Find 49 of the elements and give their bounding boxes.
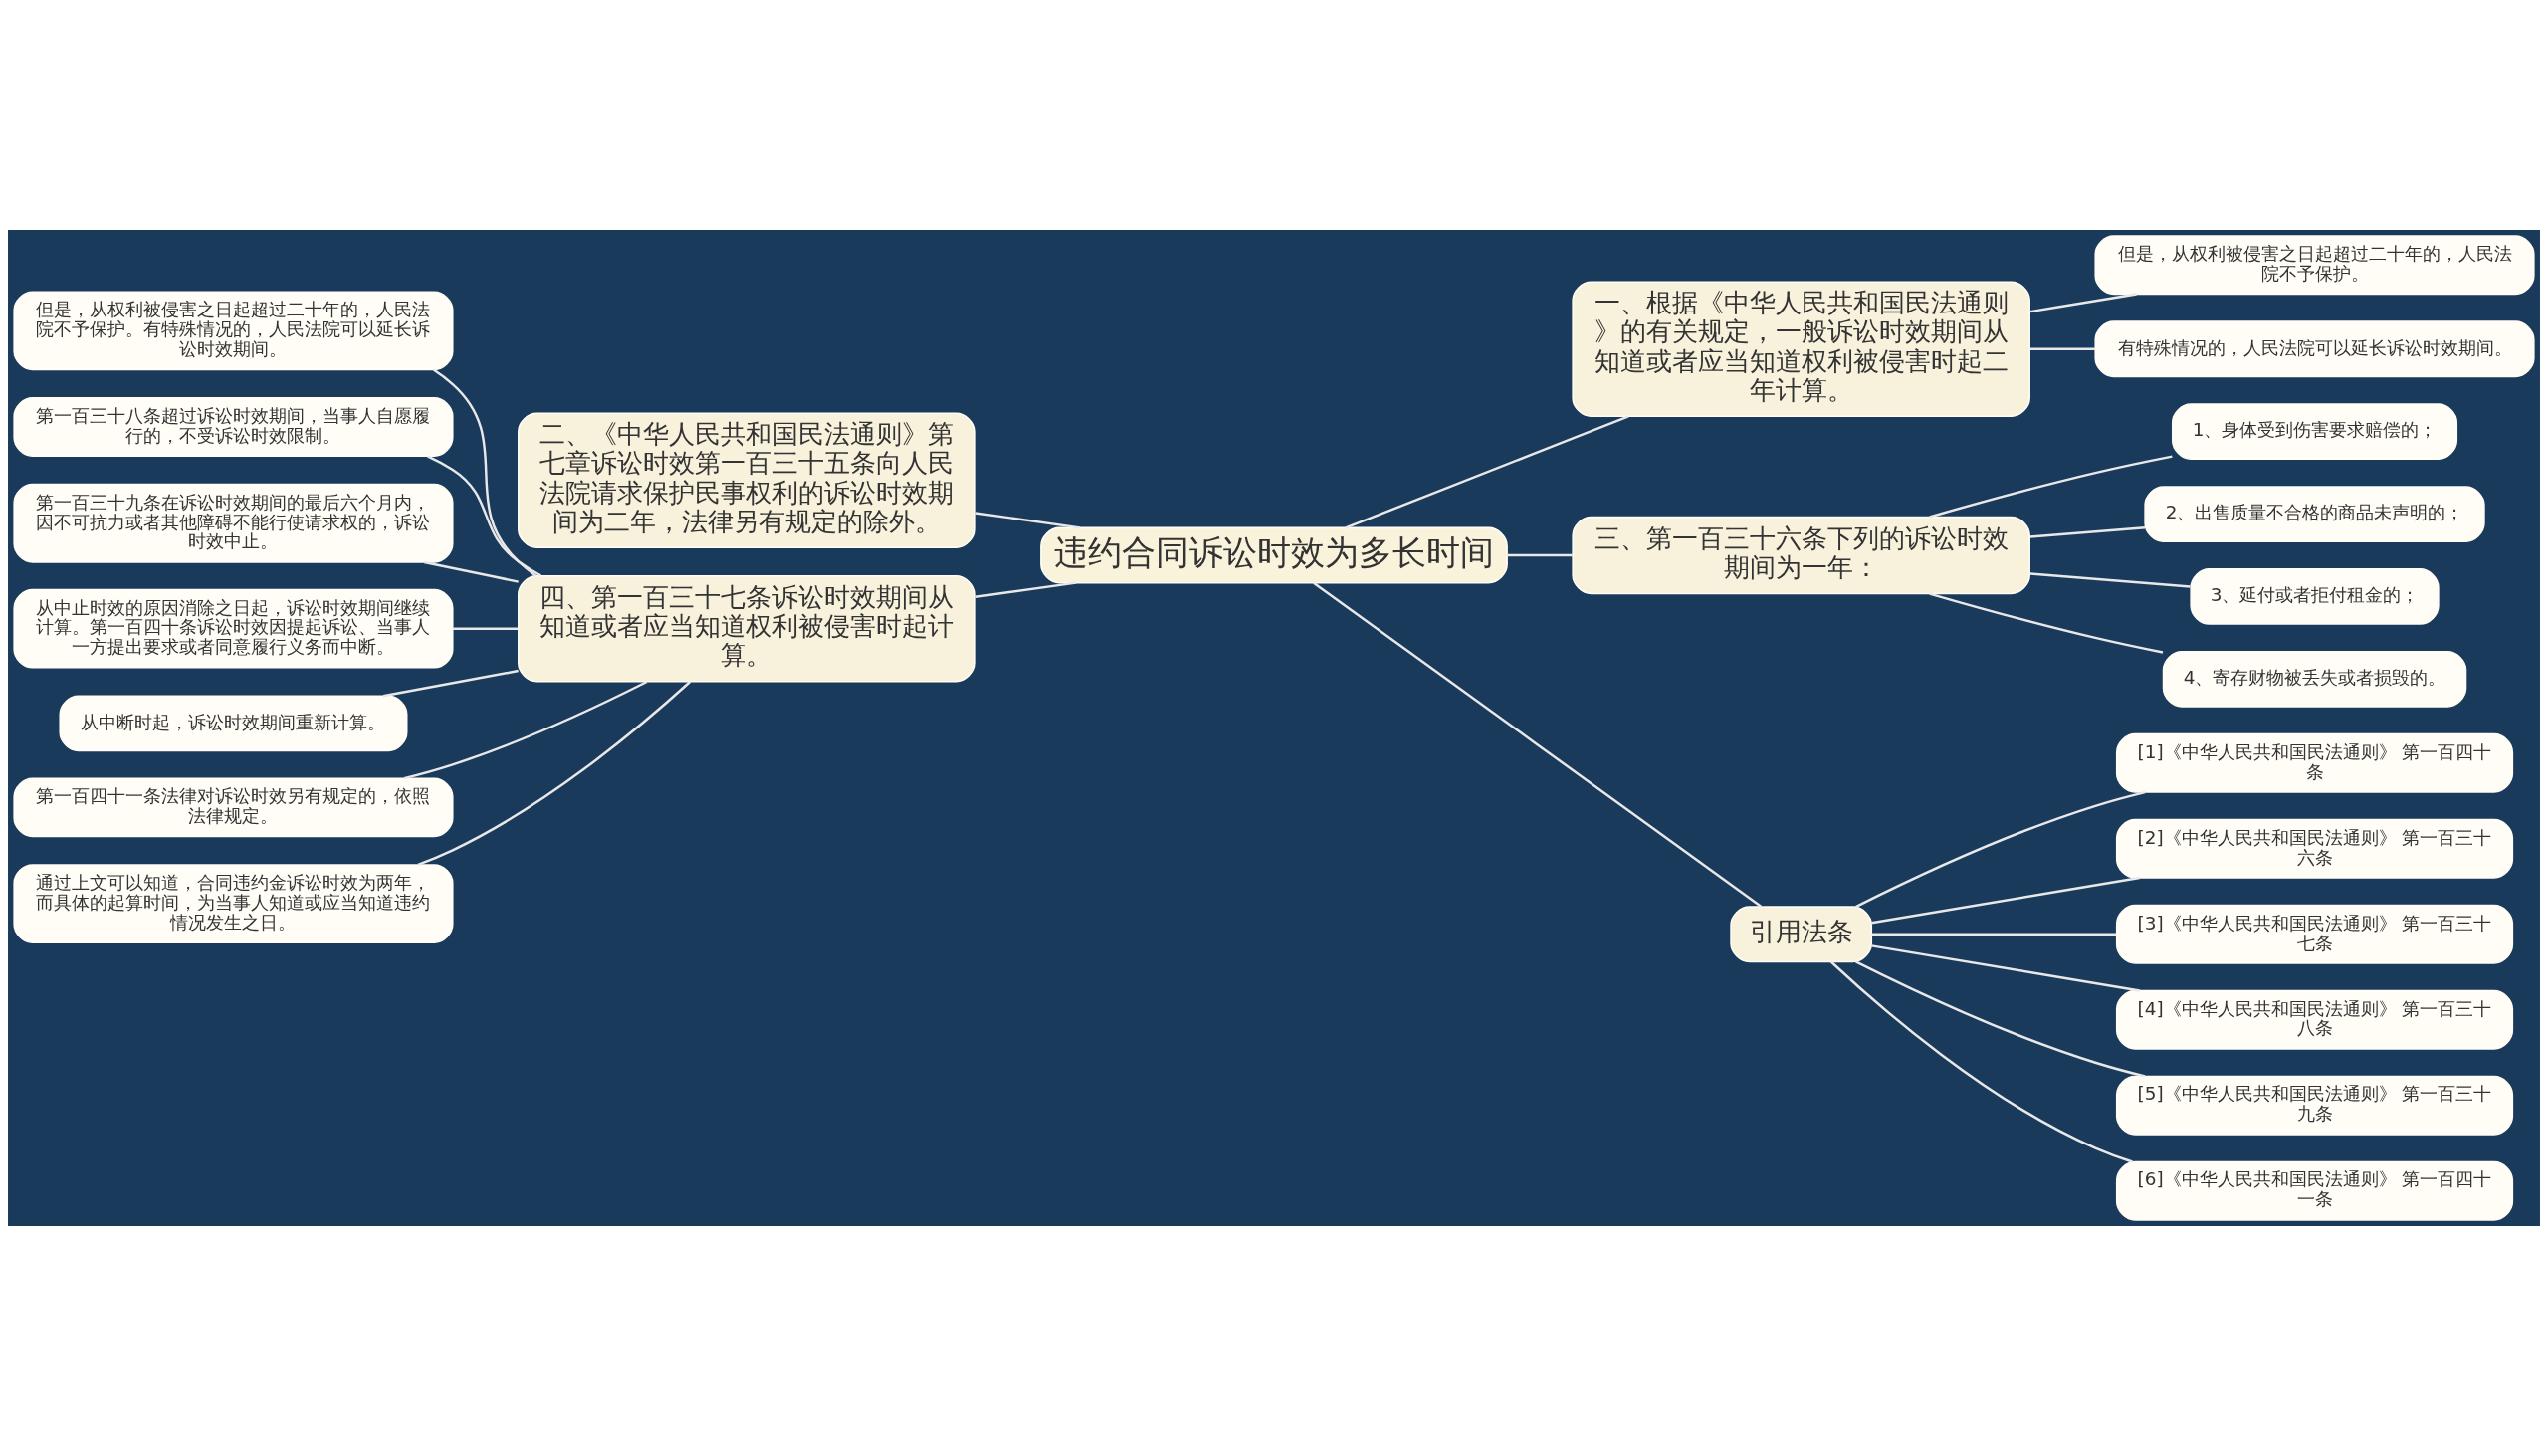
node-box: 但是，从权利被侵害之日起超过二十年的，人民法院不予保护。 [2094, 235, 2535, 296]
connector [432, 368, 537, 577]
connector [1855, 960, 2146, 1078]
connector [423, 560, 519, 583]
connector [1871, 876, 2140, 925]
node-box: 通过上文可以知道，合同违约金诉讼时效为两年，而具体的起算时间，为当事人知道或应当知道违约情况发生之日。 [13, 864, 454, 943]
connector [2029, 347, 2095, 350]
node-box: 第一百三十八条超过诉讼时效期间，当事人自愿履行的，不受诉讼时效限制。 [13, 397, 454, 457]
connector [1929, 455, 2173, 519]
connector [1829, 960, 2133, 1163]
connector [975, 581, 1077, 598]
node-box: 但是，从权利被侵害之日起超过二十年的，人民法院不予保护。有特殊情况的，人民法院可以延长诉讼时效期间。 [13, 291, 454, 371]
connector [1871, 933, 2117, 936]
node-box: [1]《中华人民共和国民法通则》 第一百四十条 [2115, 732, 2514, 793]
node-box: 一、根据《中华人民共和国民法通则》的有关规定，一般诉讼时效期间从知道或者应当知道权利被侵害时起二年计算。 [1572, 281, 2030, 418]
connector [1929, 592, 2164, 654]
node-box: 第一百三十九条在诉讼时效期间的最后六个月内，因不可抗力或者其他障碍不能行使请求权的，诉讼时效中止。 [13, 483, 454, 563]
node-box: [4]《中华人民共和国民法通则》 第一百三十八条 [2115, 989, 2514, 1050]
connector [403, 680, 648, 780]
connector [2029, 526, 2146, 538]
connector [1507, 553, 1573, 557]
connector [1871, 944, 2140, 992]
node-box: [3]《中华人民共和国民法通则》 第一百三十七条 [2115, 904, 2514, 964]
connector [2029, 293, 2137, 313]
node-box: 第一百四十一条法律对诉讼时效另有规定的，依照法律规定。 [13, 777, 454, 838]
node-box: 1、身体受到伤害要求赔偿的； [2171, 403, 2458, 461]
node-box: [2]《中华人民共和国民法通则》 第一百三十六条 [2115, 818, 2514, 879]
node-box: 三、第一百三十六条下列的诉讼时效期间为一年： [1572, 516, 2030, 595]
node-box: 从中止时效的原因消除之日起，诉讼时效期间继续计算。第一百四十条诉讼时效因提起诉讼、当事人一方提出要求或者同意履行义务而中断。 [13, 588, 454, 669]
node-box: [6]《中华人民共和国民法通则》 第一百四十一条 [2115, 1160, 2514, 1221]
node-box: 有特殊情况的，人民法院可以延长诉讼时效期间。 [2094, 320, 2535, 378]
node-box: 2、出售质量不合格的商品未声明的； [2144, 486, 2485, 542]
node-box: 从中断时起，诉讼时效期间重新计算。 [59, 695, 408, 752]
connector [417, 681, 692, 866]
connector [1345, 415, 1629, 529]
node-box: 二、《中华人民共和国民法通则》第七章诉讼时效第一百三十五条向人民法院请求保护民事权利的诉讼时效期间为二年，法律另有规定的除外。 [518, 412, 976, 549]
node-box: 引用法条 [1730, 906, 1873, 963]
node-box: 四、第一百三十七条诉讼时效期间从知道或者应当知道权利被侵害时起计算。 [518, 574, 976, 683]
connector [1855, 790, 2146, 909]
connector [975, 512, 1081, 529]
connector [2029, 572, 2191, 588]
connector [452, 627, 519, 630]
connector [382, 669, 519, 698]
node-box: 4、寄存财物被丢失或者损毁的。 [2162, 650, 2467, 708]
node-box: [5]《中华人民共和国民法通则》 第一百三十九条 [2115, 1075, 2514, 1136]
connector [427, 455, 542, 577]
connector [1313, 581, 1762, 908]
node-box: 3、延付或者拒付租金的； [2190, 568, 2440, 625]
node-box: 违约合同诉讼时效为多长时间 [1040, 526, 1508, 584]
